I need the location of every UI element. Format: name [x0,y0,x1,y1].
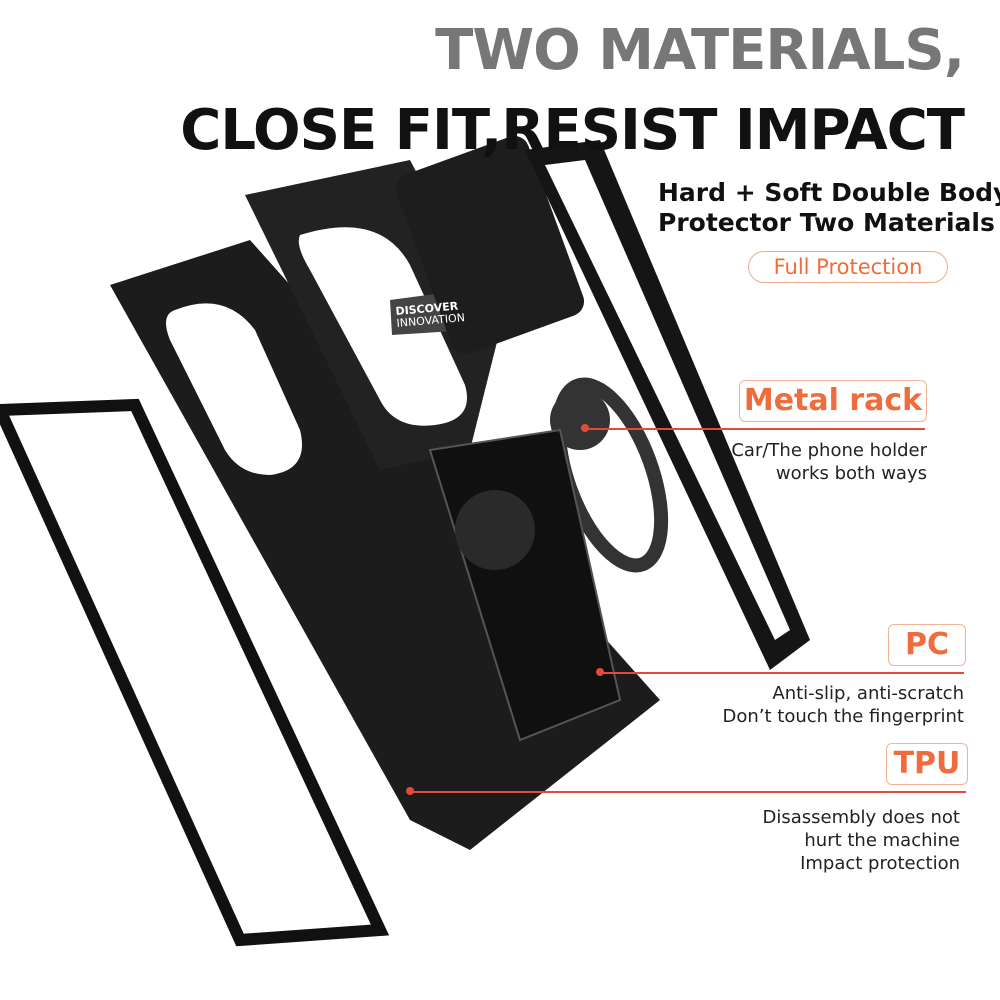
desc-line: Impact protection [800,853,960,874]
pc-badge: PC [888,624,966,666]
camera-window-1 [298,227,467,426]
camera-window-2 [166,303,302,475]
pc-dot [596,668,604,676]
desc-line: works both ways [775,463,927,484]
desc-line: hurt the machine [804,830,960,851]
full-protection-pill: Full Protection [748,251,948,283]
metal-rack-desc: Car/The phone holder works both ways [731,439,927,485]
headline-line1: TWO MATERIALS, [435,18,965,83]
metal-rack-dot [581,424,589,432]
metal-rack-leader-line [585,428,925,430]
tpu-badge: TPU [886,743,968,785]
subheadline-line2: Protector Two Materials [658,208,995,237]
pc-leader-line [600,672,964,674]
rack-hub [455,490,535,570]
tpu-leader-line [410,791,966,793]
desc-line: Anti-slip, anti-scratch [772,683,964,704]
ring-disc [550,390,610,450]
desc-line: Don’t touch the fingerprint [722,706,965,727]
subheadline-line1: Hard + Soft Double Body [658,178,1000,207]
headline-line2: CLOSE FIT,RESIST IMPACT [180,98,965,163]
tpu-dot [406,787,414,795]
desc-line: Car/The phone holder [731,440,927,461]
pc-desc: Anti-slip, anti-scratch Don’t touch the … [723,682,965,728]
desc-line: Disassembly does not [762,807,960,828]
tpu-bumper-inner [545,160,790,640]
metal-rack-badge: Metal rack [739,380,927,422]
lens-slide-cover [395,136,585,354]
screen-frame [0,398,390,947]
tpu-desc: Disassembly does not hurt the machine Im… [762,806,960,875]
